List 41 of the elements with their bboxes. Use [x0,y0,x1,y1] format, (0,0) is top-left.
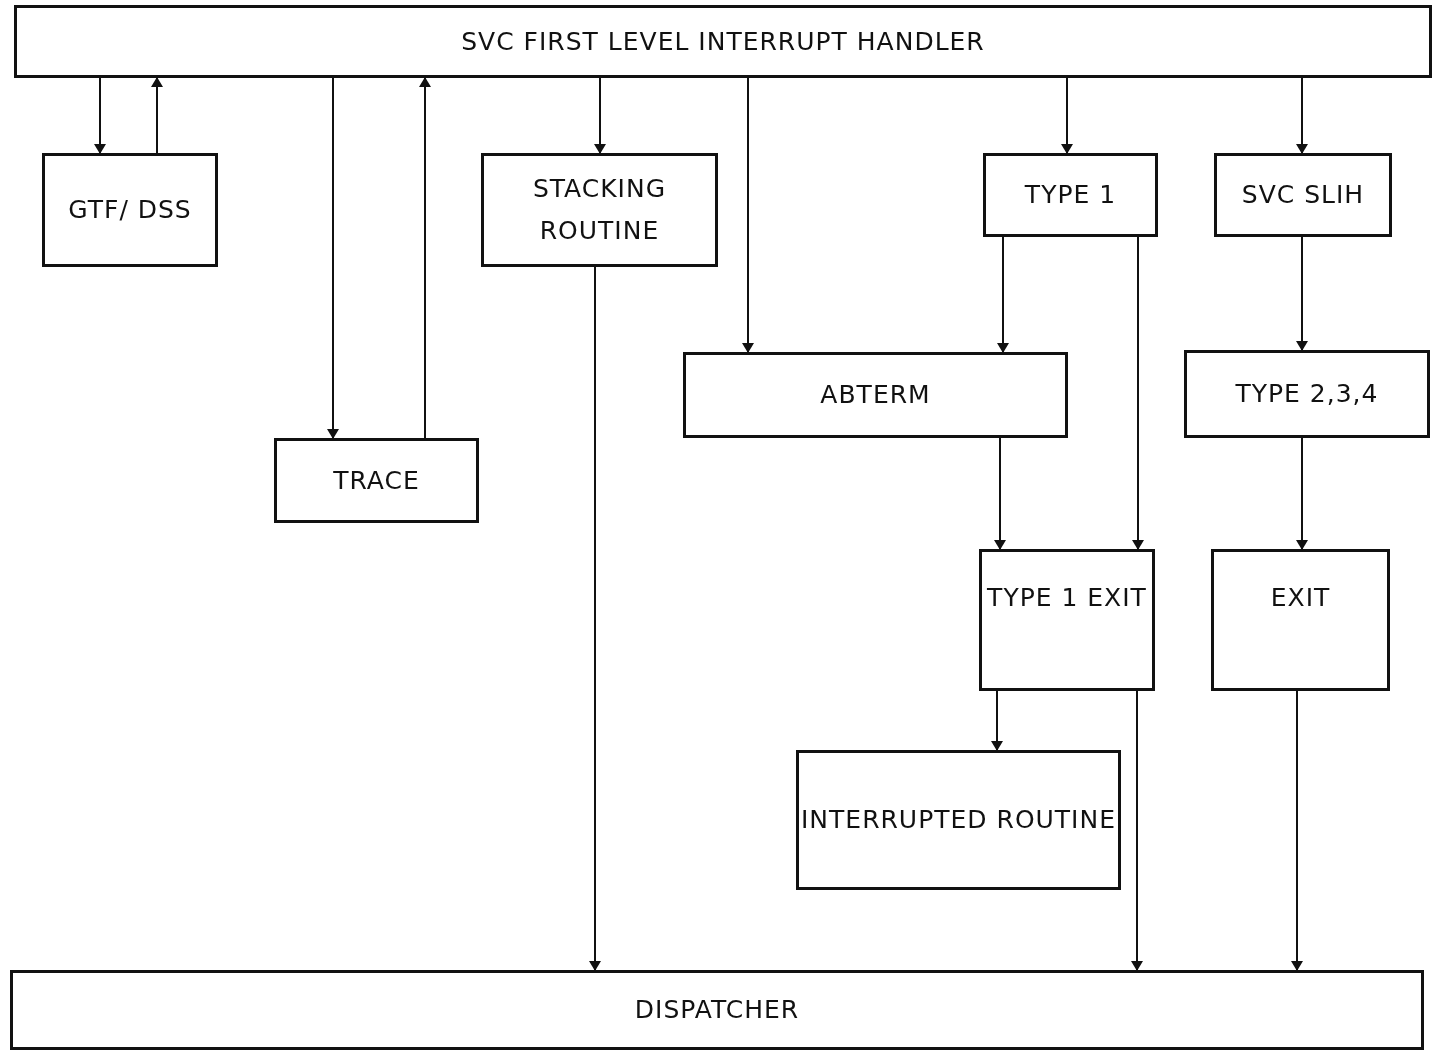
process-box [481,153,718,267]
process-box [1214,153,1392,237]
box-label: SVC FIRST LEVEL INTERRUPT HANDLER [461,25,985,58]
box-label: STACKING ROUTINE [531,173,668,247]
process-box [1184,350,1430,438]
box-label: DISPATCHER [634,994,800,1026]
arrow [1061,77,1073,154]
process-box [10,970,1424,1050]
box-label: EXIT [1270,582,1331,614]
box-label: ABTERM [820,379,931,411]
arrow [997,236,1009,353]
arrow [991,690,1003,751]
process-box [274,438,479,523]
arrow [1296,236,1308,351]
box-label: GTF/ DSS [68,194,192,226]
process-box [14,5,1432,78]
process-box [983,153,1158,237]
box-label: TYPE 2,3,4 [1235,378,1379,410]
process-box [42,153,218,267]
arrow [1131,690,1143,971]
arrow [742,77,754,353]
process-box [1211,549,1390,691]
box-label: INTERRUPTED ROUTINE [801,804,1116,836]
arrow [994,437,1006,550]
process-box [683,352,1068,438]
arrow [151,77,163,154]
arrow [594,77,606,154]
arrow [419,77,431,439]
arrow [1132,236,1144,550]
arrow [1296,437,1308,550]
arrow [327,77,339,439]
arrow [1296,77,1308,154]
box-label: SVC SLIH [1241,179,1365,211]
arrow [94,77,106,154]
process-box [796,750,1121,890]
box-label: TYPE 1 [1024,179,1117,211]
process-box [979,549,1155,691]
arrow [589,266,601,971]
box-label: TYPE 1 EXIT [987,582,1147,614]
arrow [1291,690,1303,971]
box-label: TRACE [333,464,420,497]
